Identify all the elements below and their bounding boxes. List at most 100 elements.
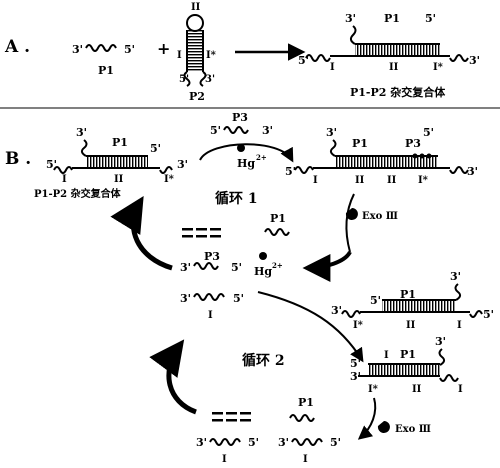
dup1-top5: 5': [150, 142, 161, 155]
i-mid-end5: 5': [233, 292, 244, 305]
duplex-right3: 3': [469, 54, 480, 67]
dup2-ii2: II: [387, 175, 397, 186]
dup4-i: I: [384, 350, 389, 361]
p2-stem-left: I: [177, 50, 182, 61]
p3-mid: P3 3' 5' Hg 2+: [180, 250, 283, 278]
duplex-top5: 5': [425, 12, 436, 25]
dup1-p1: P1: [112, 136, 128, 149]
panel-b-label: B .: [5, 149, 31, 169]
p2-loop-label: II: [191, 2, 201, 13]
p2-stem-right: I*: [206, 50, 217, 61]
bottom-p1-name: P1: [298, 396, 314, 409]
p1-wave: [85, 44, 117, 52]
bottom-i-left: 3' 5' I: [196, 436, 259, 465]
dup4-left5: 5': [350, 357, 361, 370]
bottom-i-left-name: I: [222, 454, 227, 465]
bottom-i-right-name: I: [303, 454, 308, 465]
dup3-end5: 5': [483, 308, 494, 321]
dup2-p3: P3: [405, 137, 421, 150]
duplex-3: 3' 5' P1 3' 5' I* II I: [331, 270, 494, 331]
arrow-cycle1-left: [110, 196, 173, 271]
dup3-ii: II: [406, 320, 416, 331]
exo2-pacman: [377, 421, 390, 433]
strand-i-mid: 3' 5' I: [180, 292, 244, 321]
dup3-top5: 5': [370, 294, 381, 307]
exo1-label: Exo Ⅲ: [362, 211, 398, 222]
dup3-end3: 3': [331, 304, 342, 317]
i-mid-end3: 3': [180, 292, 191, 305]
dup4-ii: II: [412, 384, 422, 395]
p2-stem: [187, 30, 203, 72]
i-mid-name: I: [208, 310, 213, 321]
p1-strand: 3' 5' P1: [72, 43, 135, 77]
mid-p1-name: P1: [270, 212, 286, 225]
dup2-i: I: [313, 175, 318, 186]
p1-p2-duplex: 3' P1 5' 5' 3' I II I* P1-P2 杂交复合体: [298, 12, 480, 99]
exo1-pacman: [345, 208, 358, 220]
hg-mid: Hg: [254, 265, 272, 278]
dup4-top3: 3': [435, 335, 446, 348]
duplex-bot-i: I: [330, 62, 335, 73]
equals-2: [212, 412, 251, 422]
arrow-exo2: [357, 397, 377, 440]
dup1-right3: 3': [177, 158, 188, 171]
p3-mid-end5: 5': [231, 261, 242, 274]
hg-mid-charge: 2+: [272, 261, 283, 270]
dup4-istar: I*: [368, 384, 379, 395]
hg-top: Hg: [237, 157, 255, 170]
p2-hairpin: II I I* 5' 3' P2: [177, 2, 217, 103]
dup2-right3: 3': [467, 165, 478, 178]
dup1-i: I: [62, 174, 67, 185]
bottom-i-right-end5: 5': [330, 436, 341, 449]
p3-top-end3: 3': [262, 124, 273, 137]
dup1-istar: I*: [164, 174, 175, 185]
arrow-cycle2-left: [149, 339, 197, 415]
p2-end5: 5': [179, 74, 189, 85]
dup2-left5: 5': [285, 165, 296, 178]
dup2-top3: 3': [326, 126, 337, 139]
p2-end3: 3': [205, 74, 215, 85]
mid-p1-wave: [264, 228, 290, 236]
bottom-p1-wave: [289, 414, 315, 422]
p1-end5: 5': [124, 43, 135, 56]
dup2-ii: II: [355, 175, 365, 186]
panel-a: A . 3' 5' P1 + II I I* 5' 3' P2: [4, 2, 480, 103]
dup4-i2: I: [458, 384, 463, 395]
hg-dot-top: [237, 144, 245, 152]
arrow-exo1: [302, 250, 352, 282]
duplex-bot-ii: II: [389, 62, 399, 73]
dup3-i: I: [457, 320, 462, 331]
dup2-top5: 5': [423, 126, 434, 139]
dup1-top3: 3': [76, 126, 87, 139]
duplex-bot-istar: I*: [433, 62, 444, 73]
bottom-i-left-end3: 3': [196, 436, 207, 449]
duplex-caption: P1-P2 杂交复合体: [350, 85, 446, 99]
dup2-istar: I*: [418, 175, 429, 186]
bottom-i-right: 3' 5' I: [278, 436, 341, 465]
cycle2-label: 循环 2: [242, 352, 285, 369]
dup1-left5: 5': [46, 158, 57, 171]
p3-mid-end3: 3': [180, 261, 191, 274]
exo2-label: Exo Ⅲ: [395, 424, 431, 435]
p2-loop: [186, 14, 204, 32]
dup1-caption: P1-P2 杂交复合体: [34, 187, 122, 200]
p1-name: P1: [98, 64, 114, 77]
p2-name: P2: [189, 90, 205, 103]
bottom-i-right-end3: 3': [278, 436, 289, 449]
panel-b: B . 3' P1 5' 5' 3' I II I* P1-P2 杂交复合体 P…: [5, 111, 494, 465]
p3-top-name: P3: [232, 111, 248, 124]
p1-end3: 3': [72, 43, 83, 56]
dup3-istar: I*: [353, 320, 364, 331]
duplex-1: 3' P1 5' 5' 3' I II I* P1-P2 杂交复合体: [34, 126, 188, 200]
dup4-p1: P1: [400, 348, 416, 361]
dup3-p1: P1: [400, 288, 416, 301]
bottom-i-left-end5: 5': [248, 436, 259, 449]
duplex-top3: 3': [345, 12, 356, 25]
panel-a-label: A .: [4, 37, 30, 57]
dup3-top3: 3': [450, 270, 461, 283]
arrow-to-cycle2: [257, 291, 364, 363]
dup1-ii: II: [114, 174, 124, 185]
duplex-top-name: P1: [384, 12, 400, 25]
p3-mid-name: P3: [204, 250, 220, 263]
